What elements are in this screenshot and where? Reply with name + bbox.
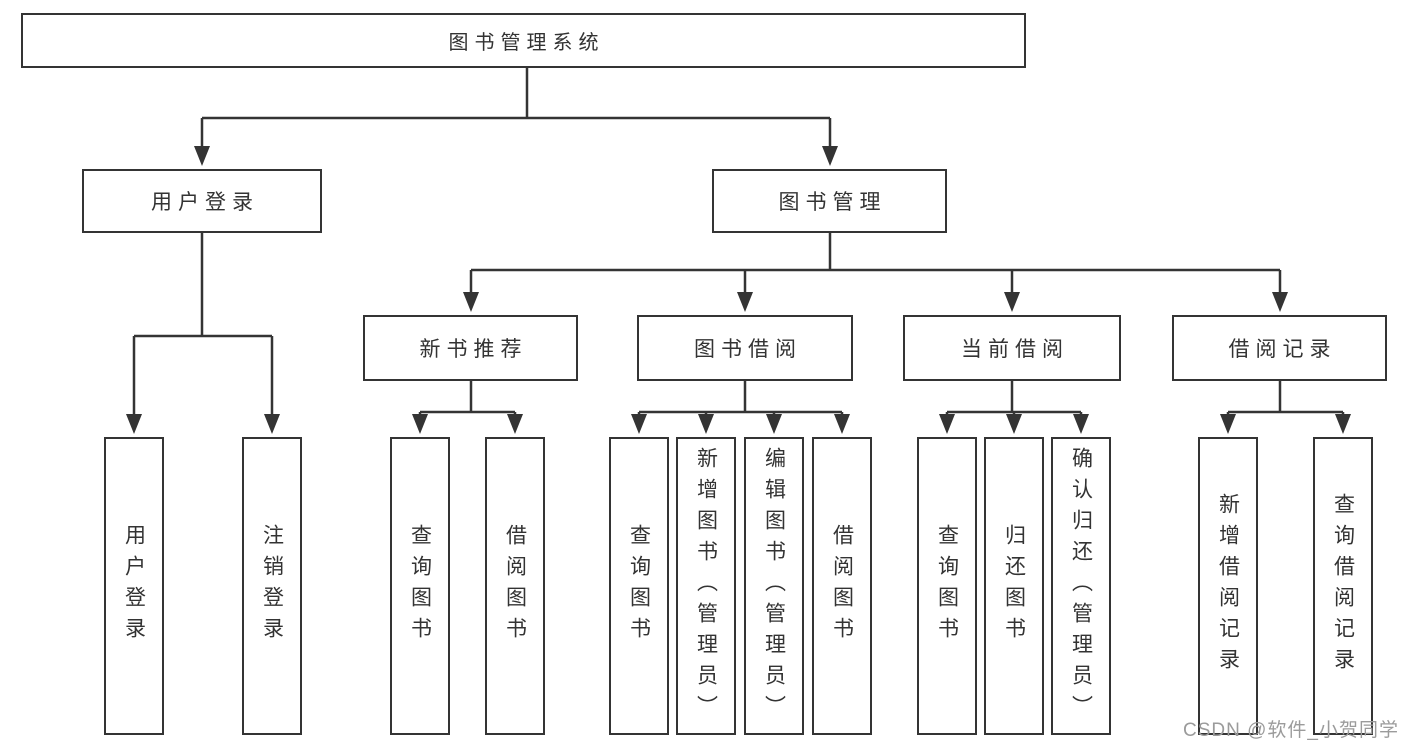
node-new-book-recommendation: 新书推荐 (363, 315, 578, 381)
leaf-borrowing-query-books: 查询图书 (609, 437, 669, 735)
leaf-user-login: 用户登录 (104, 437, 164, 735)
leaf-current-confirm-return-admin-label: 确认归还（管理员） (1069, 446, 1093, 726)
watermark-text: CSDN @软件_小贺同学 (1183, 720, 1399, 741)
node-root-label: 图书管理系统 (448, 32, 605, 54)
leaf-borrowing-add-books-admin-label: 新增图书（管理员） (694, 446, 718, 726)
node-current-borrowing-label: 当前借阅 (961, 338, 1069, 361)
node-book-management: 图书管理 (712, 169, 947, 233)
node-user-login-label: 用户登录 (151, 191, 259, 214)
leaf-borrowing-edit-books-admin-label: 编辑图书（管理员） (762, 446, 786, 726)
leaf-records-query-borrow-record-label: 查询借阅记录 (1331, 493, 1355, 679)
leaf-current-query-books-label: 查询图书 (935, 524, 959, 648)
leaf-logout: 注销登录 (242, 437, 302, 735)
leaf-borrowing-add-books-admin: 新增图书（管理员） (676, 437, 736, 735)
leaf-records-query-borrow-record: 查询借阅记录 (1313, 437, 1373, 735)
node-new-book-recommendation-label: 新书推荐 (419, 338, 528, 361)
leaf-borrowing-borrow-books: 借阅图书 (812, 437, 872, 735)
leaf-user-login-label: 用户登录 (122, 524, 146, 648)
node-root-system: 图书管理系统 (21, 13, 1026, 68)
node-user-login: 用户登录 (82, 169, 322, 233)
node-current-borrowing: 当前借阅 (903, 315, 1121, 381)
leaf-borrowing-query-books-label: 查询图书 (627, 524, 651, 648)
node-borrowing-records-label: 借阅记录 (1228, 338, 1337, 361)
leaf-newbook-query-books: 查询图书 (390, 437, 450, 735)
leaf-current-return-books: 归还图书 (984, 437, 1044, 735)
leaf-borrowing-edit-books-admin: 编辑图书（管理员） (744, 437, 804, 735)
leaf-borrowing-borrow-books-label: 借阅图书 (830, 524, 854, 648)
leaf-current-query-books: 查询图书 (917, 437, 977, 735)
leaf-logout-label: 注销登录 (260, 524, 284, 648)
leaf-newbook-borrow-books: 借阅图书 (485, 437, 545, 735)
leaf-records-add-borrow-record-label: 新增借阅记录 (1216, 493, 1240, 679)
node-book-management-label: 图书管理 (778, 191, 887, 214)
leaf-records-add-borrow-record: 新增借阅记录 (1198, 437, 1258, 735)
leaf-current-return-books-label: 归还图书 (1002, 524, 1026, 648)
node-book-borrowing-label: 图书借阅 (694, 338, 802, 361)
leaf-current-confirm-return-admin: 确认归还（管理员） (1051, 437, 1111, 735)
leaf-newbook-query-books-label: 查询图书 (408, 524, 432, 648)
node-book-borrowing: 图书借阅 (637, 315, 853, 381)
node-borrowing-records: 借阅记录 (1172, 315, 1387, 381)
leaf-newbook-borrow-books-label: 借阅图书 (503, 524, 527, 648)
